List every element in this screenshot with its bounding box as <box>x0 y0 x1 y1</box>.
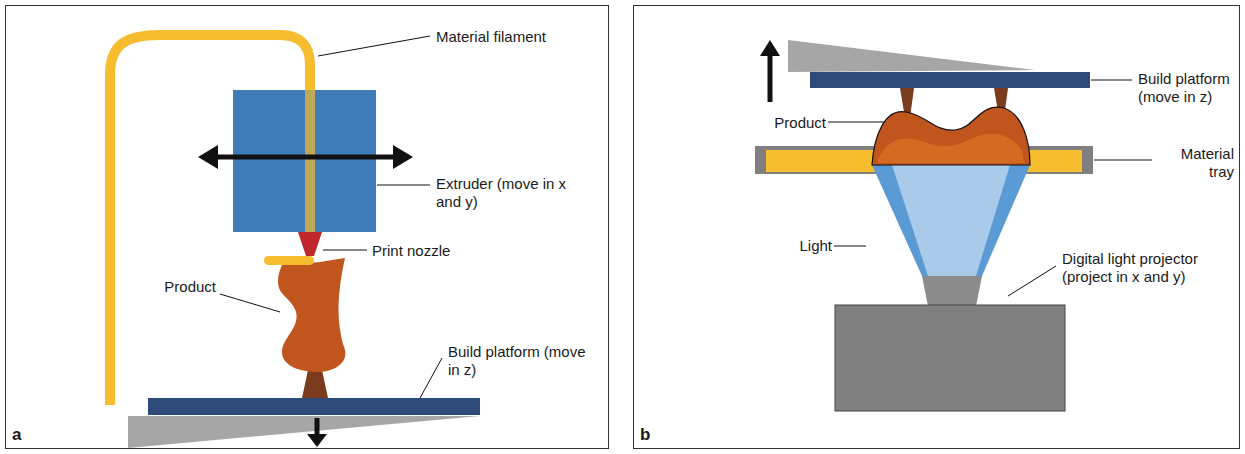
callout-label: Print nozzle <box>372 242 492 260</box>
callout-label: Light <box>790 237 832 255</box>
callout-label: Build platform (move in z) <box>448 343 598 379</box>
callout-label: Extruder (move in x and y) <box>436 175 586 211</box>
callout-label: Digital light projector (project in x an… <box>1062 250 1238 286</box>
panel-letter: a <box>12 426 32 444</box>
callout-label: Material tray <box>1158 145 1234 181</box>
callout-label: Product <box>760 114 826 132</box>
callout-label: Product <box>150 278 216 296</box>
callout-label: Build platform (move in z) <box>1138 70 1238 106</box>
callout-label: Material filament <box>436 28 596 46</box>
panel-letter: b <box>640 426 660 444</box>
